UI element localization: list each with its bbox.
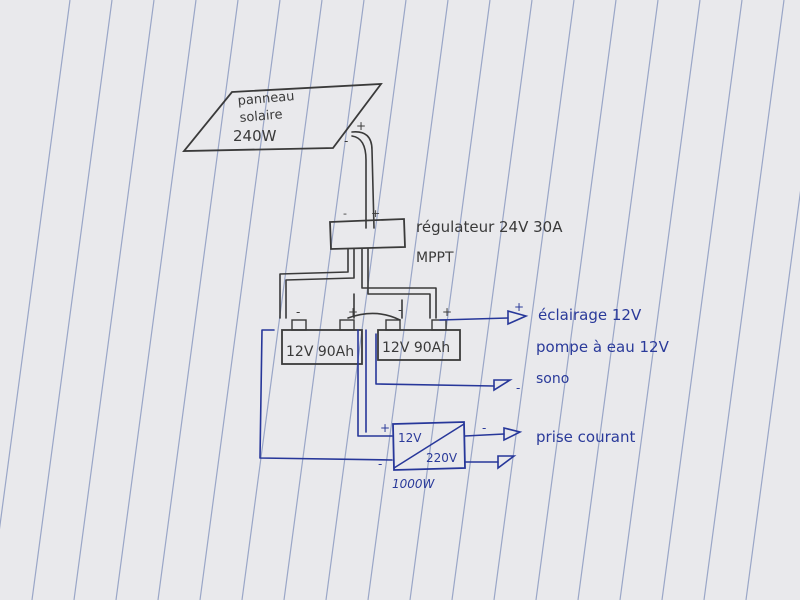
mppt-regulator: - + régulateur 24V 30A MPPT [329,207,563,266]
socket-output-arrow-2 [497,455,517,470]
panel-minus-sign: - [344,134,348,148]
battery-bridge [347,312,401,321]
lighting-cable [439,317,509,321]
inverter-input-label: 12V [398,431,422,445]
rule-line [199,0,281,600]
inverter-minus-cable [259,329,393,461]
socket-cable-1 [464,433,505,437]
lighting-output-arrow [507,309,529,326]
rule-line [31,0,113,600]
rule-line [409,0,491,600]
battery-left-label: 12V 90Ah [286,344,354,360]
regulator-plus-sign: + [371,207,380,220]
panel-plus-sign: + [356,119,366,133]
battery-left-plus-terminal [339,319,355,331]
lighting-plus-sign: + [514,300,524,314]
lighting-label: éclairage 12V [538,306,642,324]
regulator-label: régulateur 24V 30A [416,218,563,236]
regulator-plus-return [367,248,431,319]
rule-line [703,0,785,600]
inverter-plus-sign: + [380,421,390,435]
panel-minus-cable [351,135,367,229]
solar-panel-label-1: panneau [237,89,295,109]
solar-panel-label-2: solaire [239,107,283,126]
inverter-box [392,421,466,471]
rule-line [745,190,800,600]
sound-cable [375,333,495,387]
regulator-minus-sign: - [343,207,347,220]
rule-line [241,0,323,600]
inverter-diagonal [393,423,465,469]
battery-right-plus-sign: + [442,305,452,319]
rule-line [535,0,617,600]
regulator-type-label: MPPT [416,250,454,266]
battery-left-minus-sign: - [296,305,300,319]
solar-panel-power: 240W [233,127,277,145]
sound-minus-sign: - [516,381,520,395]
rule-line [0,0,71,530]
rule-line [661,0,743,600]
inverter-output-label: 220V [426,451,458,465]
rule-line [115,0,197,600]
inverter-plus-cable [357,329,393,437]
battery-right-label: 12V 90Ah [382,340,450,356]
rule-line [325,0,407,600]
sound-output-arrow [493,379,513,392]
inverter-minus-sign: - [378,457,382,471]
inverter: 12V 220V + - 1000W [378,421,466,491]
rule-line [367,0,449,600]
socket-output-arrow-1 [503,426,523,442]
battery-left-minus-terminal [291,319,307,331]
battery-right: - + 12V 90Ah [377,303,461,361]
rule-line [157,0,239,600]
battery-right-plus-terminal [431,319,447,331]
rule-line [283,0,365,600]
rule-line [451,0,533,600]
regulator-box [329,218,406,250]
regulator-minus-to-battery [279,248,349,319]
battery-right-box [377,329,461,361]
regulator-plus-to-battery [361,248,437,319]
sound-label: sono [536,371,569,387]
battery-left-box [281,329,363,365]
battery-left: - + 12V 90Ah [281,305,363,365]
battery-left-plus-sign: + [348,305,358,319]
rule-line [577,0,659,600]
socket-label: prise courant [536,428,635,446]
solar-panel-outline [182,82,383,152]
panel-plus-cable [351,131,375,229]
rule-line [73,0,155,600]
solar-panel: panneau solaire 240W + - [182,82,383,152]
inverter-power-label: 1000W [392,477,436,491]
battery-right-minus-terminal [385,319,401,331]
regulator-minus-return [285,248,355,319]
battery-right-minus-sign: - [398,303,402,317]
pump-label: pompe à eau 12V [536,338,670,356]
rule-line [619,0,701,600]
rule-line [493,0,575,600]
socket-minus-sign: - [482,421,486,435]
